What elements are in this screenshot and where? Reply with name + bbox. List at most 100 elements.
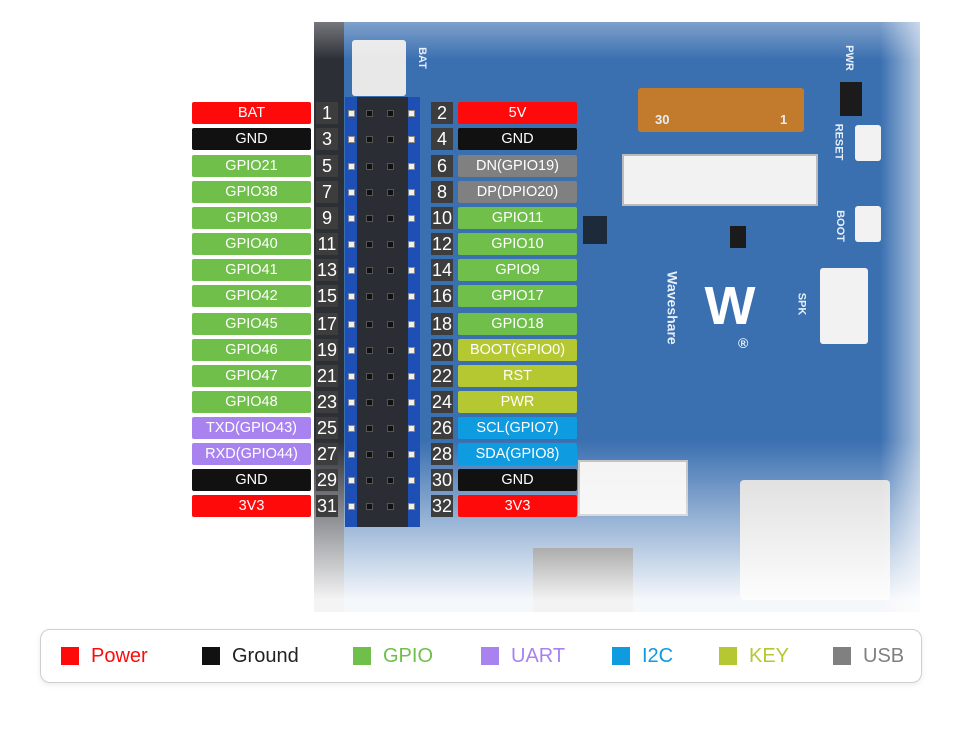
pin-3-number: 3: [316, 128, 338, 150]
legend-label: Ground: [232, 644, 299, 667]
pin-30-label: GND: [458, 469, 577, 491]
pin-26-number: 26: [431, 417, 453, 439]
pin-26-label: SCL(GPIO7): [458, 417, 577, 439]
pin-21-hole: [348, 373, 355, 380]
pin-pad: [366, 136, 373, 143]
pin-pad: [366, 425, 373, 432]
speaker-connector: [820, 268, 868, 344]
pin-2-label: 5V: [458, 102, 577, 124]
pin-14-hole: [408, 267, 415, 274]
pin-24-label: PWR: [458, 391, 577, 413]
pin-pad: [387, 163, 394, 170]
pin-23-number: 23: [316, 391, 338, 413]
pin-11-hole: [348, 241, 355, 248]
legend-label: KEY: [749, 644, 790, 667]
legend-swatch: [481, 647, 499, 665]
pin-pad: [366, 347, 373, 354]
sd-card-slot: [740, 480, 890, 600]
pin-21-label: GPIO47: [192, 365, 311, 387]
pin-pad: [387, 425, 394, 432]
pin-28-label: SDA(GPIO8): [458, 443, 577, 465]
pin-2-number: 2: [431, 102, 453, 124]
pin-8-label: DP(DPIO20): [458, 181, 577, 203]
pin-pad: [366, 189, 373, 196]
pin-pad: [366, 163, 373, 170]
pin-pad: [387, 241, 394, 248]
spk-silkscreen: SPK: [795, 292, 808, 316]
pin-pad: [366, 215, 373, 222]
pin-13-number: 13: [316, 259, 338, 281]
pin-11-label: GPIO40: [192, 233, 311, 255]
legend-item-uart: UART: [481, 630, 565, 682]
pin-25-number: 25: [316, 417, 338, 439]
pin-14-number: 14: [431, 259, 453, 281]
pin-29-number: 29: [316, 469, 338, 491]
pin-pad: [387, 136, 394, 143]
pin-9-number: 9: [316, 207, 338, 229]
pin-6-number: 6: [431, 155, 453, 177]
legend-item-i2c: I2C: [612, 630, 673, 682]
brand-silkscreen: Waveshare: [664, 271, 681, 345]
pin-29-hole: [348, 477, 355, 484]
pin-pad: [366, 110, 373, 117]
pin-4-label: GND: [458, 128, 577, 150]
pin-pad: [387, 267, 394, 274]
legend-label: GPIO: [383, 644, 434, 667]
pin-15-number: 15: [316, 285, 338, 307]
pin-pad: [387, 451, 394, 458]
pin-2-hole: [408, 110, 415, 117]
pin-pad: [366, 373, 373, 380]
legend-label: I2C: [642, 644, 674, 667]
pin-6-hole: [408, 163, 415, 170]
pin-18-hole: [408, 321, 415, 328]
fpc-socket-top: [622, 154, 818, 206]
legend-swatch: [353, 647, 371, 665]
pin-20-label: BOOT(GPIO0): [458, 339, 577, 361]
pin-5-number: 5: [316, 155, 338, 177]
pin-14-label: GPIO9: [458, 259, 577, 281]
pin-17-number: 17: [316, 313, 338, 335]
bat-silkscreen: BAT: [415, 47, 428, 69]
pin-17-hole: [348, 321, 355, 328]
pin-19-hole: [348, 347, 355, 354]
pin-pad: [387, 189, 394, 196]
pin-22-hole: [408, 373, 415, 380]
pin-15-label: GPIO42: [192, 285, 311, 307]
pin-header-body: [357, 97, 408, 527]
pin-1-hole: [348, 110, 355, 117]
chip-pwr: [840, 82, 862, 116]
ic-chip: [583, 216, 607, 244]
pin-11-number: 11: [316, 233, 338, 255]
pin-pad: [366, 293, 373, 300]
pin-4-number: 4: [431, 128, 453, 150]
pin-16-label: GPIO17: [458, 285, 577, 307]
pin-24-hole: [408, 399, 415, 406]
pin-28-hole: [408, 451, 415, 458]
pin-pad: [387, 347, 394, 354]
pin-30-number: 30: [431, 469, 453, 491]
pin-12-label: GPIO10: [458, 233, 577, 255]
pin-24-number: 24: [431, 391, 453, 413]
legend-swatch: [719, 647, 737, 665]
pin-7-number: 7: [316, 181, 338, 203]
fpc-socket-bottom: [578, 460, 688, 516]
legend-label: UART: [511, 644, 566, 667]
pin-pad: [366, 267, 373, 274]
pin-18-number: 18: [431, 313, 453, 335]
pin-9-label: GPIO39: [192, 207, 311, 229]
pin-31-number: 31: [316, 495, 338, 517]
pin-5-hole: [348, 163, 355, 170]
pin-22-number: 22: [431, 365, 453, 387]
pin-21-number: 21: [316, 365, 338, 387]
pin-31-label: 3V3: [192, 495, 311, 517]
pin-pad: [387, 503, 394, 510]
pin-pad: [387, 321, 394, 328]
reset-button: [855, 125, 881, 161]
pin-pad: [366, 399, 373, 406]
pin-15-hole: [348, 293, 355, 300]
bottom-chip: [533, 548, 633, 612]
pin-23-label: GPIO48: [192, 391, 311, 413]
legend-item-ground: Ground: [202, 630, 299, 682]
pin-23-hole: [348, 399, 355, 406]
pin-7-label: GPIO38: [192, 181, 311, 203]
